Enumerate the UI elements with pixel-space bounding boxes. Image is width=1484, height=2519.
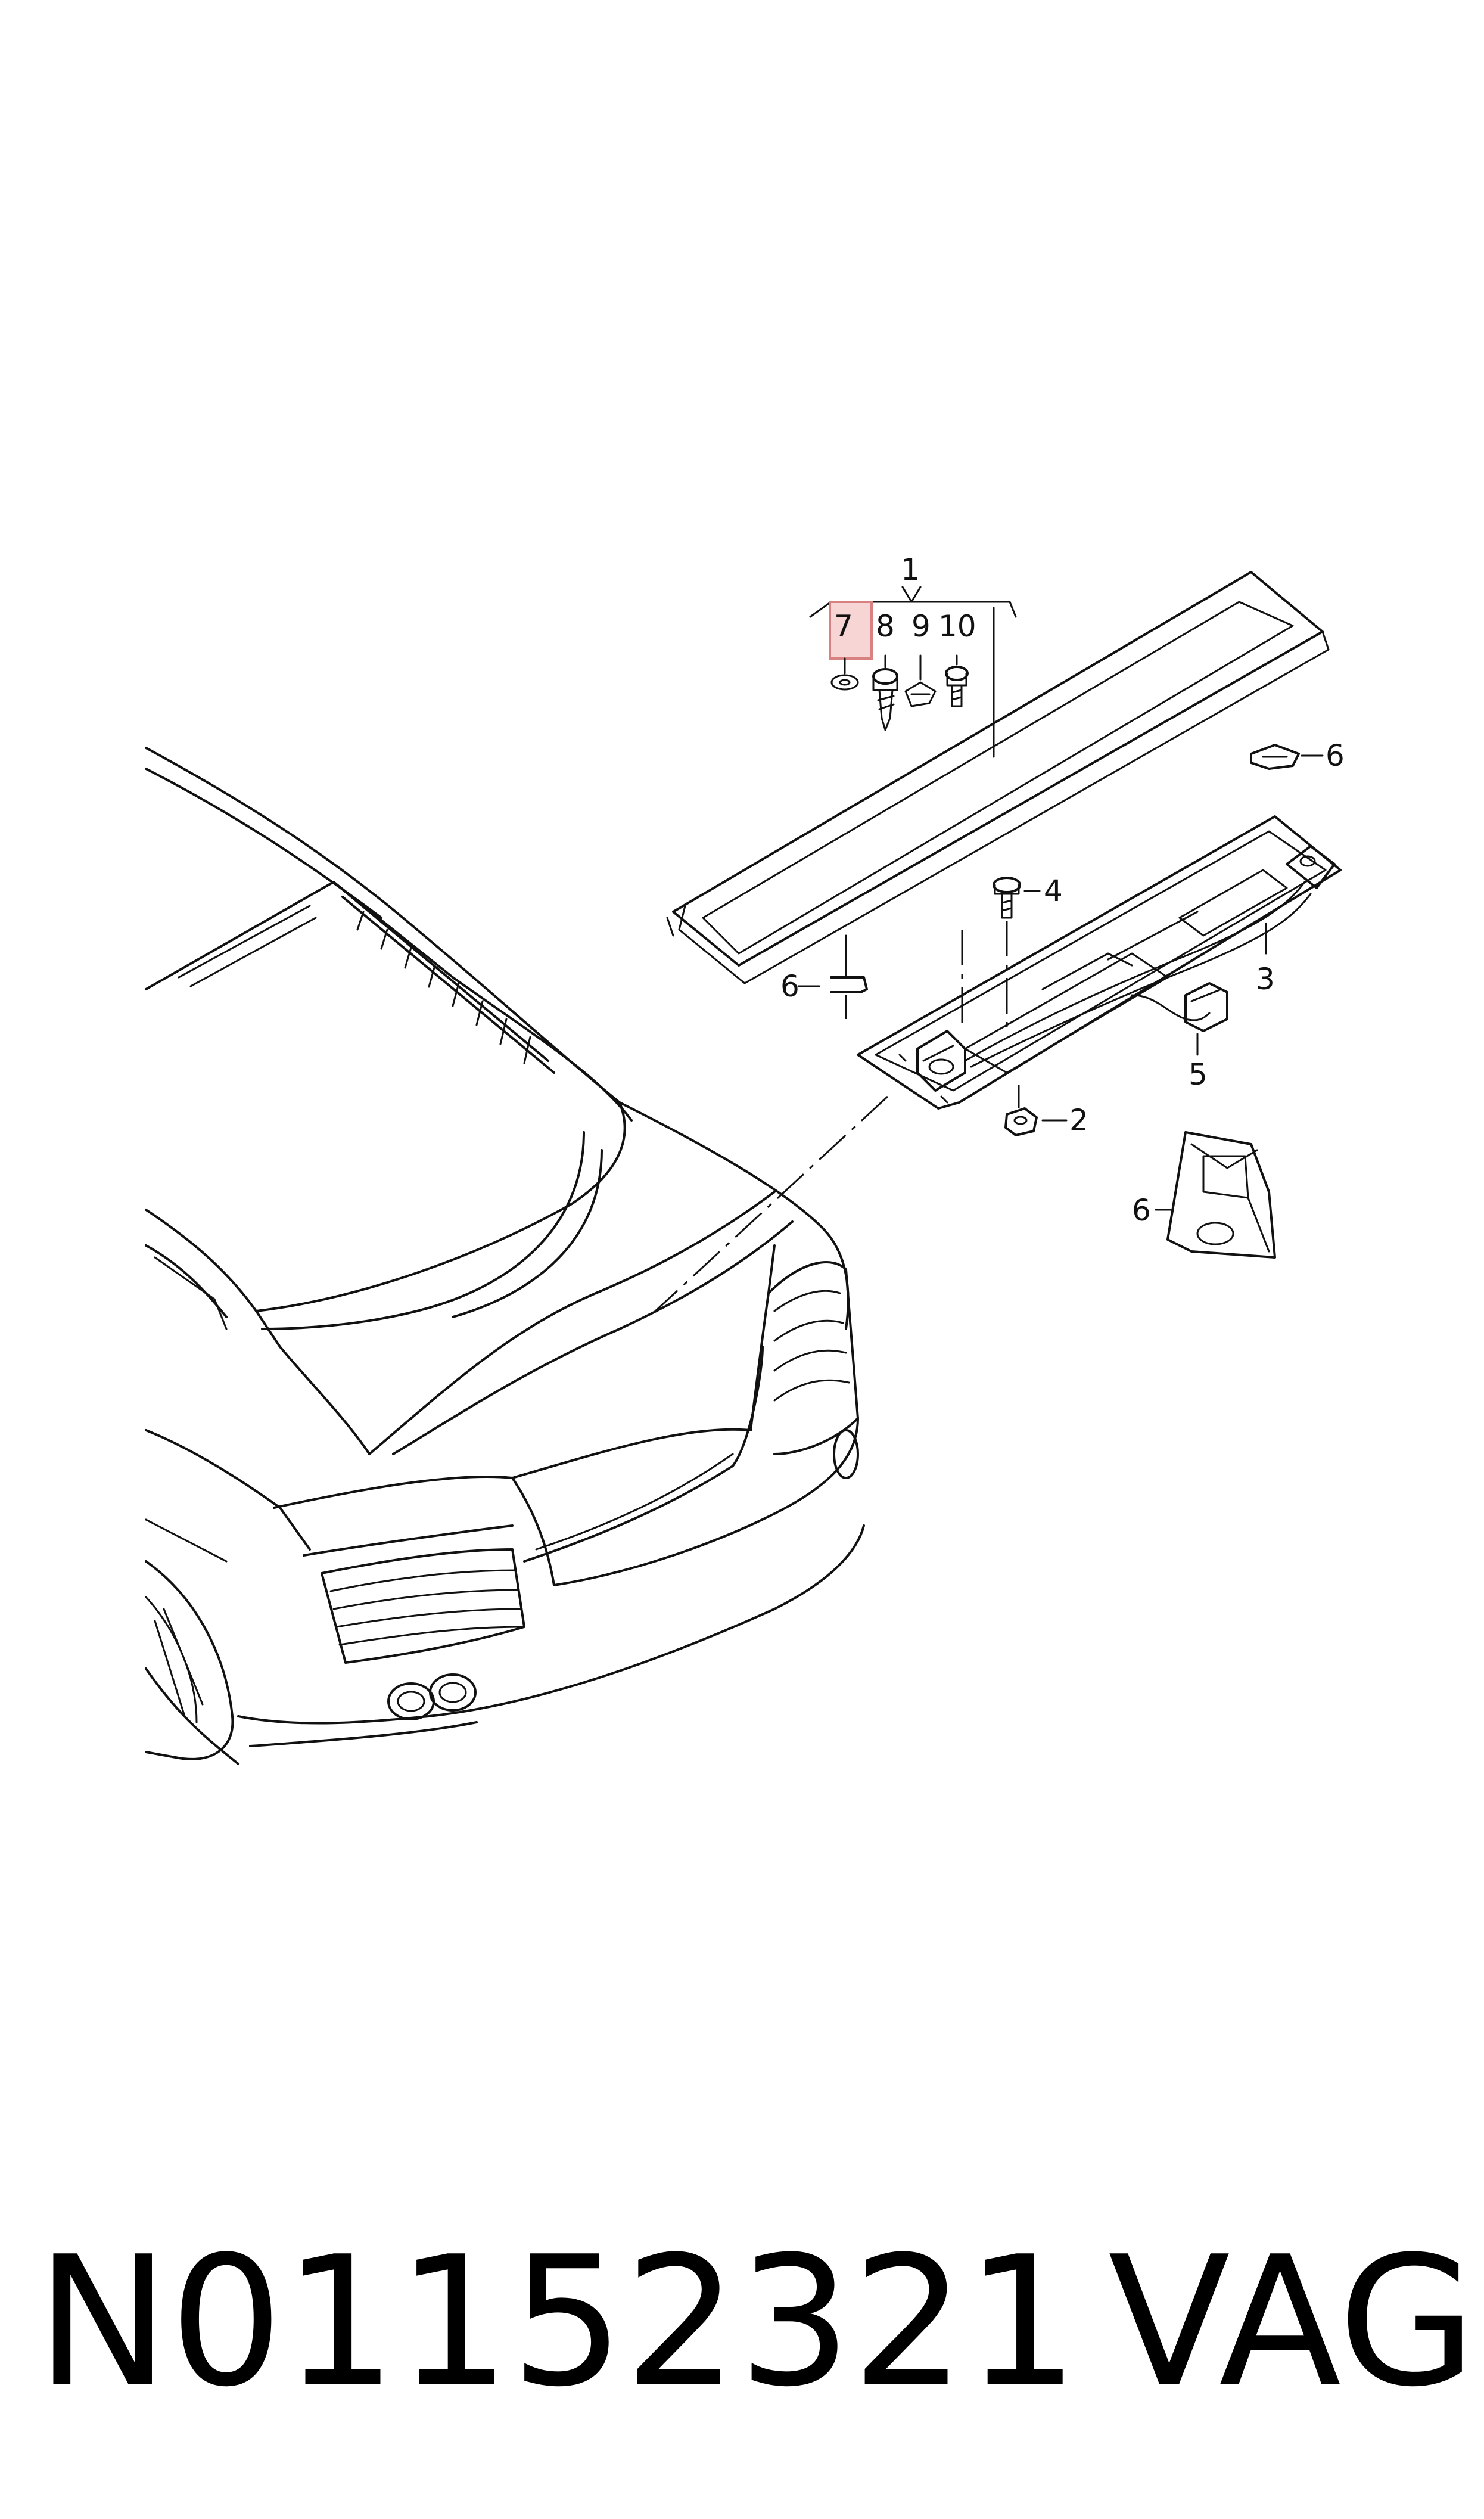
label-part-2: 2: [1069, 1103, 1088, 1138]
label-part-7: 7: [834, 609, 853, 644]
label-part-6-right: 6: [1132, 1193, 1151, 1228]
screw-icon: [872, 668, 898, 731]
label-part-8: 8: [876, 609, 895, 644]
part-6-label-sticker: [1166, 1131, 1276, 1259]
part-1-trim-panel: [666, 571, 1330, 984]
label-part-10: 10: [938, 609, 976, 644]
clip-nut-icon: [904, 681, 937, 707]
fastener-hardware-group: [830, 657, 969, 731]
bolt-icon: [945, 666, 969, 707]
part-6-clip-top: [1250, 744, 1300, 770]
part-6-bracket-left: [830, 934, 868, 1019]
label-part-1: 1: [901, 552, 920, 587]
part-5-switch: [1131, 982, 1228, 1032]
vehicle-rear-illustration: [145, 747, 889, 1765]
washer-icon: [830, 674, 859, 691]
callout-leaders: [797, 654, 1324, 1211]
label-part-5: 5: [1189, 1057, 1208, 1092]
brand-text: VAG: [1108, 2218, 1476, 2426]
label-part-3: 3: [1256, 962, 1275, 996]
label-part-4: 4: [1044, 874, 1063, 908]
part-4-screw: [961, 877, 1021, 1031]
part-2-nut: [1004, 1085, 1038, 1136]
label-part-6-top: 6: [1326, 738, 1345, 773]
label-part-9: 9: [911, 609, 931, 644]
part-7-highlight-box: [829, 601, 873, 660]
part-3-lock-carrier: [857, 815, 1342, 1110]
label-part-6-left: 6: [780, 969, 799, 1004]
part-number-text: N01152321: [36, 2218, 1079, 2426]
part-1-callout-bracket: [809, 586, 1017, 758]
